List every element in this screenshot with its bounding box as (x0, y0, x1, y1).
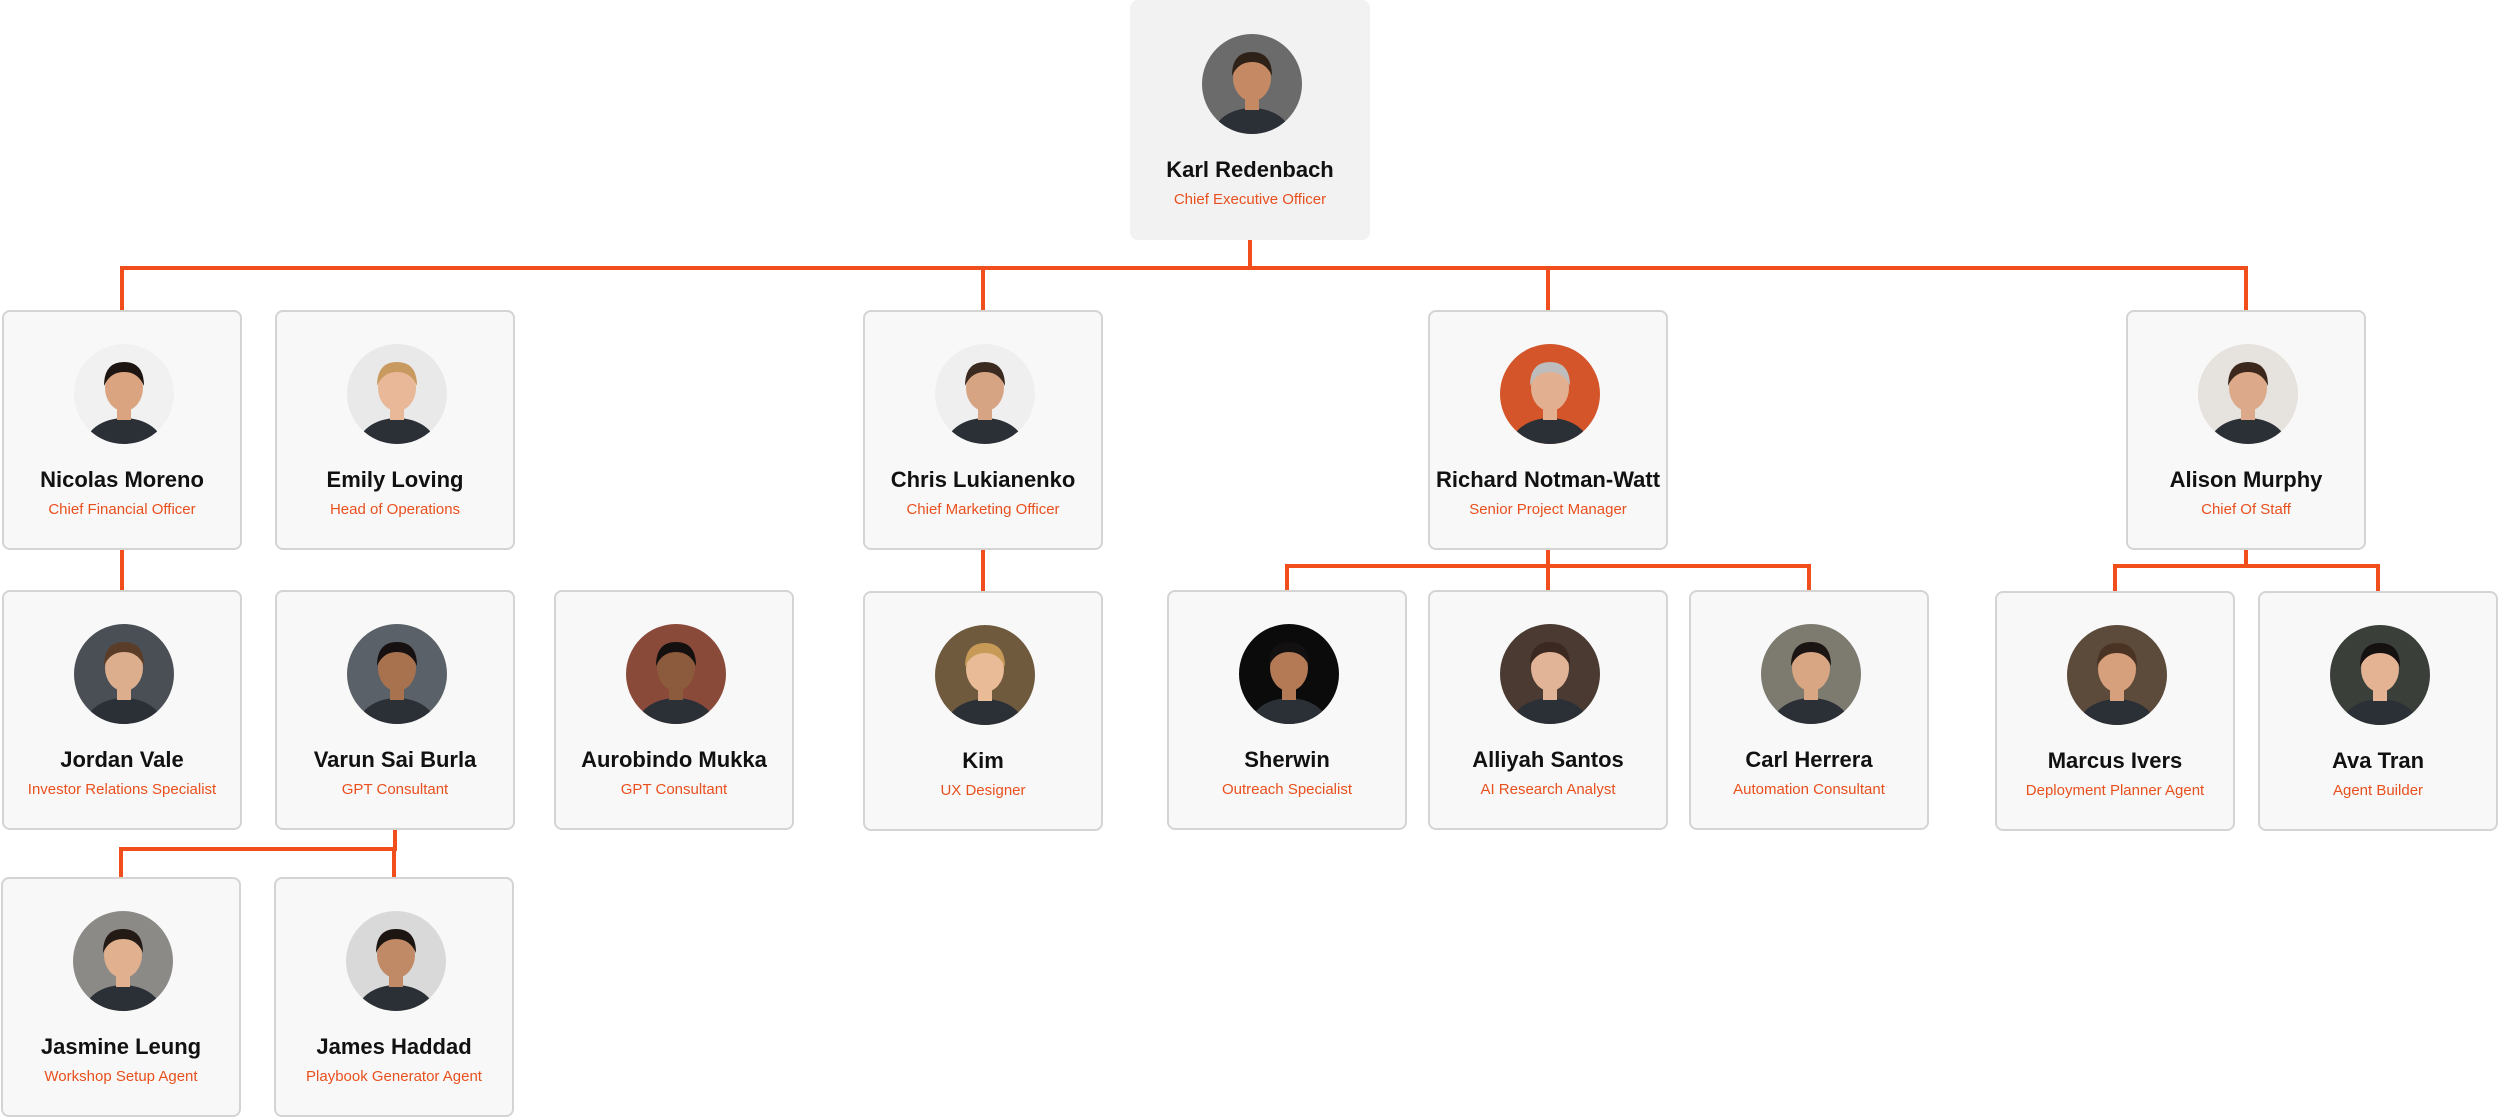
person-avatar-icon (347, 344, 447, 444)
org-card-alliyah[interactable]: Alliyah Santos AI Research Analyst (1428, 590, 1668, 830)
avatar (626, 624, 726, 724)
org-card-cos[interactable]: Alison Murphy Chief Of Staff (2126, 310, 2366, 550)
avatar (347, 344, 447, 444)
avatar (1761, 624, 1861, 724)
person-role: Playbook Generator Agent (280, 1068, 508, 1085)
org-card-ceo[interactable]: Karl Redenbach Chief Executive Officer (1130, 0, 1370, 240)
person-avatar-icon (2198, 344, 2298, 444)
person-role: Outreach Specialist (1173, 781, 1401, 798)
avatar (1239, 624, 1339, 724)
org-card-kim[interactable]: Kim UX Designer (863, 591, 1103, 831)
person-role: Chief Executive Officer (1136, 191, 1364, 208)
person-role: Agent Builder (2264, 782, 2492, 799)
avatar (346, 911, 446, 1011)
org-card-carl[interactable]: Carl Herrera Automation Consultant (1689, 590, 1929, 830)
avatar (1202, 34, 1302, 134)
person-name: Ava Tran (2264, 748, 2492, 774)
org-card-varun[interactable]: Varun Sai Burla GPT Consultant (275, 590, 515, 830)
person-name: Jasmine Leung (7, 1034, 235, 1060)
person-name: Chris Lukianenko (869, 467, 1097, 493)
person-role: AI Research Analyst (1434, 781, 1662, 798)
person-avatar-icon (73, 911, 173, 1011)
avatar (1500, 624, 1600, 724)
person-avatar-icon (74, 624, 174, 724)
org-card-sherwin[interactable]: Sherwin Outreach Specialist (1167, 590, 1407, 830)
avatar (73, 911, 173, 1011)
org-card-ava[interactable]: Ava Tran Agent Builder (2258, 591, 2498, 831)
person-name: Marcus Ivers (2001, 748, 2229, 774)
person-name: Jordan Vale (8, 747, 236, 773)
person-name: James Haddad (280, 1034, 508, 1060)
avatar (2198, 344, 2298, 444)
person-role: Chief Marketing Officer (869, 501, 1097, 518)
org-card-cmo[interactable]: Chris Lukianenko Chief Marketing Officer (863, 310, 1103, 550)
person-avatar-icon (1500, 344, 1600, 444)
person-role: Deployment Planner Agent (2001, 782, 2229, 799)
avatar (1500, 344, 1600, 444)
avatar (74, 344, 174, 444)
avatar (2067, 625, 2167, 725)
person-role: Workshop Setup Agent (7, 1068, 235, 1085)
person-role: Chief Financial Officer (8, 501, 236, 518)
person-role: Head of Operations (281, 501, 509, 518)
person-avatar-icon (347, 624, 447, 724)
org-card-aurobindo[interactable]: Aurobindo Mukka GPT Consultant (554, 590, 794, 830)
person-name: Kim (869, 748, 1097, 774)
org-card-spm[interactable]: Richard Notman-Watt Senior Project Manag… (1428, 310, 1668, 550)
person-avatar-icon (74, 344, 174, 444)
person-role: Chief Of Staff (2132, 501, 2360, 518)
org-card-ops[interactable]: Emily Loving Head of Operations (275, 310, 515, 550)
person-role: GPT Consultant (560, 781, 788, 798)
avatar (935, 625, 1035, 725)
avatar (347, 624, 447, 724)
org-card-james[interactable]: James Haddad Playbook Generator Agent (274, 877, 514, 1117)
person-name: Alison Murphy (2132, 467, 2360, 493)
person-name: Emily Loving (281, 467, 509, 493)
org-card-cfo[interactable]: Nicolas Moreno Chief Financial Officer (2, 310, 242, 550)
person-name: Aurobindo Mukka (560, 747, 788, 773)
person-avatar-icon (1202, 34, 1302, 134)
person-avatar-icon (1761, 624, 1861, 724)
person-role: GPT Consultant (281, 781, 509, 798)
person-name: Alliyah Santos (1434, 747, 1662, 773)
person-avatar-icon (1500, 624, 1600, 724)
person-name: Sherwin (1173, 747, 1401, 773)
person-role: Automation Consultant (1695, 781, 1923, 798)
person-avatar-icon (1239, 624, 1339, 724)
org-card-marcus[interactable]: Marcus Ivers Deployment Planner Agent (1995, 591, 2235, 831)
person-name: Nicolas Moreno (8, 467, 236, 493)
person-role: Senior Project Manager (1434, 501, 1662, 518)
avatar (74, 624, 174, 724)
person-role: Investor Relations Specialist (8, 781, 236, 798)
org-card-jordan[interactable]: Jordan Vale Investor Relations Specialis… (2, 590, 242, 830)
person-avatar-icon (626, 624, 726, 724)
avatar (935, 344, 1035, 444)
org-card-jasmine[interactable]: Jasmine Leung Workshop Setup Agent (1, 877, 241, 1117)
person-avatar-icon (935, 625, 1035, 725)
person-avatar-icon (2067, 625, 2167, 725)
person-avatar-icon (935, 344, 1035, 444)
person-avatar-icon (2330, 625, 2430, 725)
person-name: Carl Herrera (1695, 747, 1923, 773)
person-name: Varun Sai Burla (281, 747, 509, 773)
avatar (2330, 625, 2430, 725)
person-name: Richard Notman-Watt (1434, 467, 1662, 493)
person-role: UX Designer (869, 782, 1097, 799)
person-name: Karl Redenbach (1136, 157, 1364, 183)
person-avatar-icon (346, 911, 446, 1011)
